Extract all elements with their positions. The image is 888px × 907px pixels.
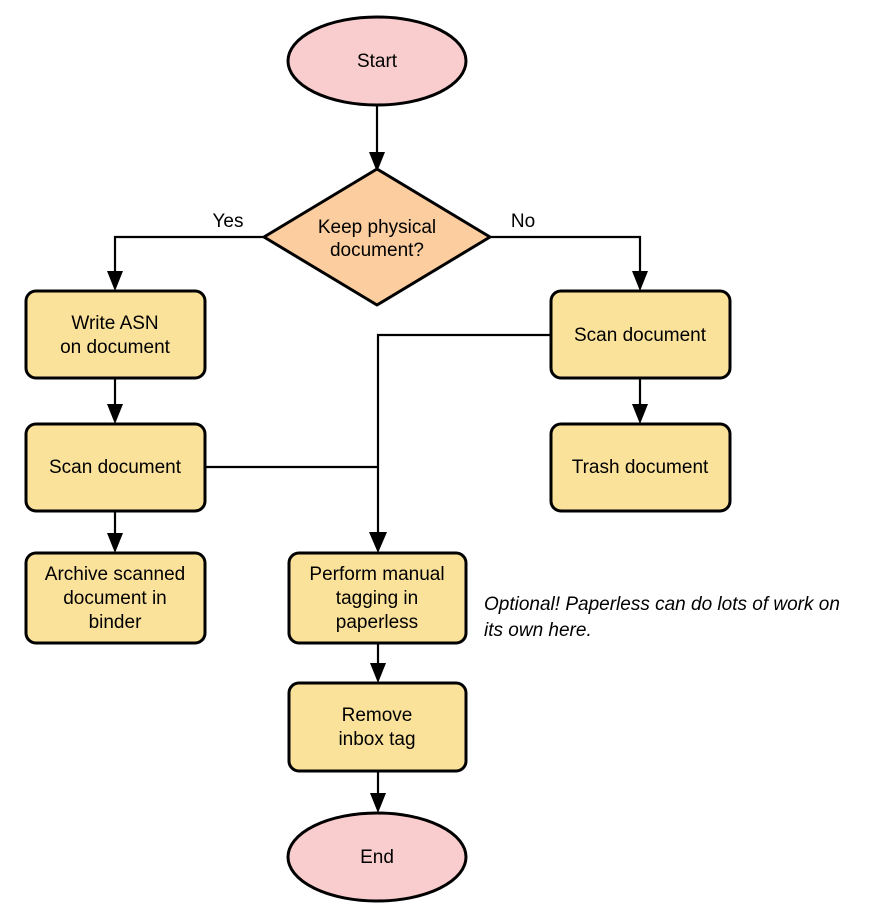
node-scan-document-left[interactable]: Scan document <box>24 422 207 513</box>
edge-label-no: No <box>511 211 535 232</box>
node-end[interactable]: End <box>286 811 468 903</box>
optional-note-line2: its own here. <box>484 619 592 641</box>
edge-scan-left-to-archive <box>107 511 123 553</box>
node-scan-document-right[interactable]: Scan document <box>549 289 732 380</box>
edge-decision-yes-to-write-asn <box>107 235 264 291</box>
edge-start-to-decision <box>369 105 385 172</box>
node-archive-scanned-document-in-binder[interactable]: Archive scanned document in binder <box>24 551 207 645</box>
node-trash-document[interactable]: Trash document <box>549 422 732 513</box>
node-keep-physical-document-label-line2: document? <box>330 240 424 261</box>
node-write-asn-on-document[interactable]: Write ASN on document <box>24 289 207 380</box>
node-remove-inbox-tag-label-line2: inbox tag <box>338 729 415 750</box>
node-start-label: Start <box>357 51 398 72</box>
node-perform-manual-tagging-in-paperless[interactable]: Perform manual tagging in paperless <box>287 551 468 645</box>
edge-write-asn-to-scan-left <box>107 378 123 424</box>
optional-note-annotation: Optional! Paperless can do lots of work … <box>484 592 840 643</box>
edge-scan-right-to-tagging <box>369 333 551 553</box>
node-perform-manual-tagging-label-line3: paperless <box>336 612 418 633</box>
edge-label-yes: Yes <box>213 211 244 232</box>
node-archive-scanned-document-in-binder-label-line3: binder <box>89 612 142 633</box>
node-remove-inbox-tag[interactable]: Remove inbox tag <box>287 681 468 773</box>
node-archive-scanned-document-in-binder-label-line1: Archive scanned <box>45 564 185 585</box>
optional-note-line1: Optional! Paperless can do lots of work … <box>484 594 840 615</box>
node-remove-inbox-tag-label-line1: Remove <box>342 705 413 726</box>
edge-scan-right-to-trash <box>632 378 648 424</box>
node-trash-document-label: Trash document <box>572 457 709 478</box>
node-perform-manual-tagging-label-line1: Perform manual <box>309 564 444 585</box>
node-scan-document-left-label: Scan document <box>49 457 182 478</box>
edge-decision-no-to-scan-right <box>490 235 648 291</box>
node-archive-scanned-document-in-binder-label-line2: document in <box>63 588 167 609</box>
node-write-asn-on-document-label-line1: Write ASN <box>71 313 158 334</box>
edge-tagging-to-remove-inbox-tag <box>370 643 386 683</box>
node-scan-document-right-label: Scan document <box>574 325 707 346</box>
node-write-asn-on-document-label-line2: on document <box>60 337 171 358</box>
node-perform-manual-tagging-label-line2: tagging in <box>336 588 418 609</box>
node-keep-physical-document[interactable]: Keep physical document? <box>262 167 492 307</box>
edge-remove-inbox-tag-to-end <box>370 771 386 813</box>
node-keep-physical-document-label-line1: Keep physical <box>318 217 436 238</box>
node-end-label: End <box>360 847 394 868</box>
node-start[interactable]: Start <box>286 15 468 107</box>
